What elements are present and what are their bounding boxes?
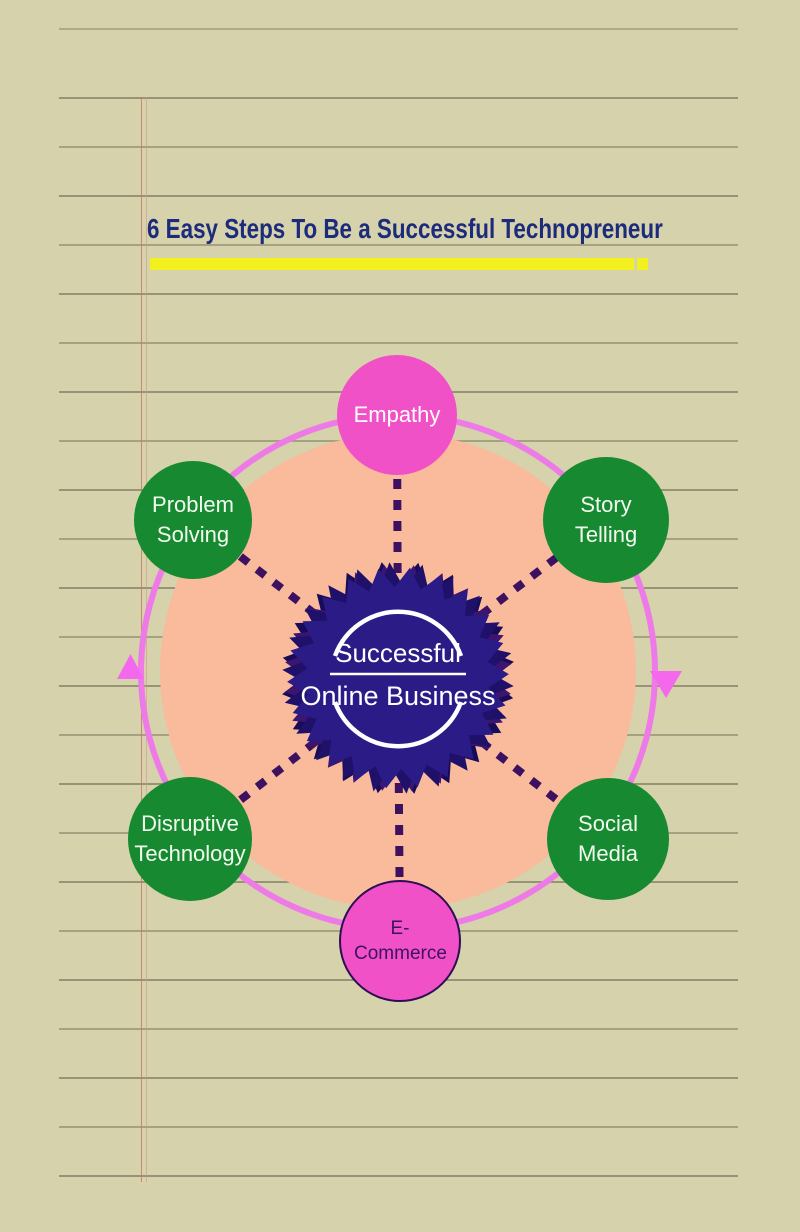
node-social-media-label: Social Media [578,811,638,866]
arrow-down-icon [650,671,682,698]
node-social-media: Social Media [547,778,669,900]
node-e-commerce-label: E-Commerce [354,918,447,964]
node-disruptive-technology: Disruptive Technology [128,777,252,901]
hub-top-arc [332,609,464,657]
node-story-telling-label: Story Telling [574,492,638,547]
ruled-line [59,28,738,30]
title-highlight-dot [637,258,648,270]
node-empathy-label: Empathy [353,402,441,427]
arrow-up-icon [117,654,144,679]
title-highlight-bar [150,258,634,270]
node-e-commerce: E-Commerce [339,880,461,1002]
hub-bottom-arc [332,701,464,749]
node-empathy: Empathy [337,355,457,475]
node-disruptive-technology-label: Disruptive Technology [134,811,246,866]
node-problem-solving-label: Problem Solving [152,492,234,547]
node-problem-solving: Problem Solving [134,461,252,579]
page-title: 6 Easy Steps To Be a Successful Technopr… [147,213,663,244]
node-story-telling: Story Telling [543,457,669,583]
starburst-layer-front [287,567,509,789]
